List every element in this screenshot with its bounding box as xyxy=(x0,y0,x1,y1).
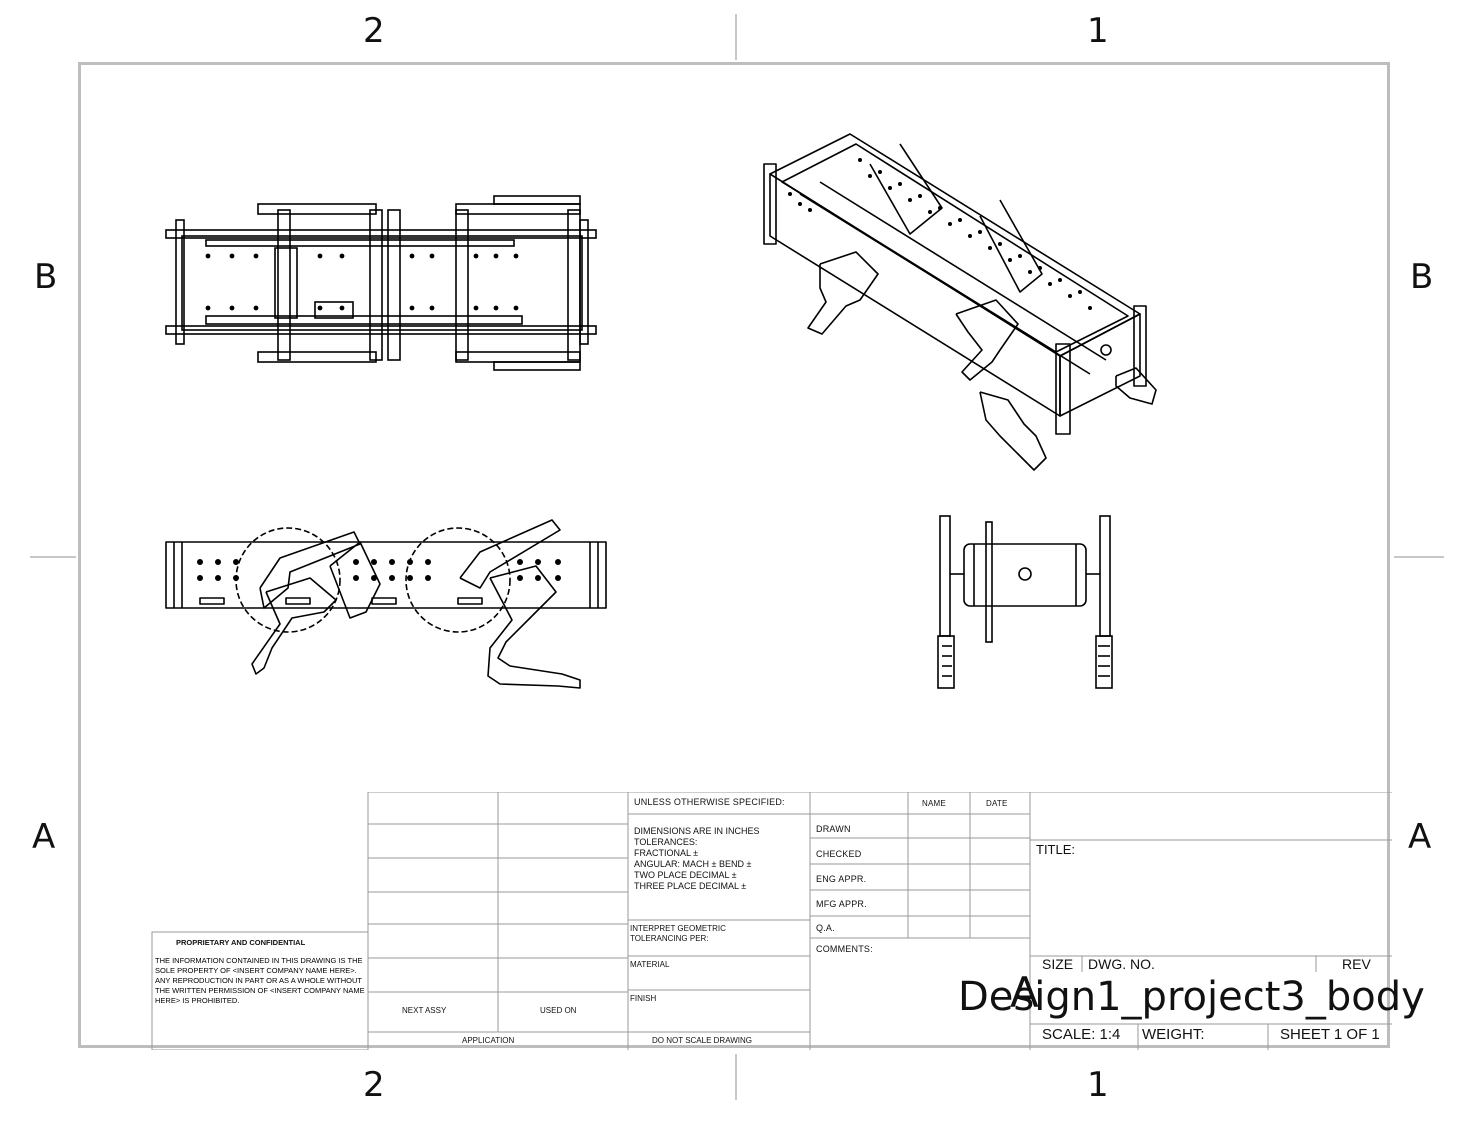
tolerance-line: TOLERANCES: xyxy=(634,837,698,847)
interpret-line: TOLERANCING PER: xyxy=(630,934,709,943)
material-label: MATERIAL xyxy=(630,960,670,969)
confidential-title: PROPRIETARY AND CONFIDENTIAL xyxy=(176,938,306,947)
zone-tick-left xyxy=(30,556,76,558)
scale-label: SCALE: 1:4 xyxy=(1042,1026,1121,1043)
side-view[interactable] xyxy=(930,510,1120,694)
confidential-notice: THE INFORMATION CONTAINED IN THIS DRAWIN… xyxy=(155,956,365,1005)
tolerance-line: ANGULAR: MACH ± BEND ± xyxy=(634,859,752,869)
comments-label: COMMENTS: xyxy=(816,944,873,954)
application-label: APPLICATION xyxy=(462,1036,515,1045)
title-block-grid xyxy=(151,792,1392,1050)
next-assy-label: NEXT ASSY xyxy=(402,1006,447,1015)
zone-label-right-b: B xyxy=(1410,257,1434,297)
used-on-label: USED ON xyxy=(540,1006,577,1015)
unless-specified-label: UNLESS OTHERWISE SPECIFIED: xyxy=(634,797,785,807)
drawn-row-label: DRAWN xyxy=(816,824,851,834)
size-label: SIZE xyxy=(1042,956,1074,972)
finish-label: FINISH xyxy=(630,994,657,1003)
isometric-view[interactable] xyxy=(760,124,1170,476)
eng-appr-row-label: ENG APPR. xyxy=(816,874,867,884)
sheet-border xyxy=(78,62,1390,1048)
drawing-number: Design1_project3_body xyxy=(958,974,1425,1020)
zone-label-bottom-1: 1 xyxy=(1087,1065,1109,1105)
size-value: A xyxy=(1010,968,1039,1017)
sheet-label: SHEET 1 OF 1 xyxy=(1280,1026,1380,1043)
checked-row-label: CHECKED xyxy=(816,849,862,859)
do-not-scale-label: DO NOT SCALE DRAWING xyxy=(652,1036,753,1045)
tolerance-line: THREE PLACE DECIMAL ± xyxy=(634,881,747,891)
zone-label-top-1: 1 xyxy=(1087,11,1109,51)
zone-label-left-a: A xyxy=(32,817,56,857)
rev-label: REV xyxy=(1342,956,1371,972)
dwg-no-label: DWG. NO. xyxy=(1088,956,1155,972)
qa-row-label: Q.A. xyxy=(816,923,835,933)
zone-label-left-b: B xyxy=(34,257,58,297)
title-label: TITLE: xyxy=(1036,842,1076,857)
zone-tick-right xyxy=(1394,556,1444,558)
interpret-geometric-label: INTERPRET GEOMETRIC TOLERANCING PER: xyxy=(630,924,726,944)
tolerance-line: TWO PLACE DECIMAL ± xyxy=(634,870,737,880)
top-view[interactable] xyxy=(160,190,610,380)
zone-tick-top xyxy=(735,14,737,60)
zone-tick-bottom xyxy=(735,1054,737,1100)
name-column-header: NAME xyxy=(922,799,946,808)
interpret-line: INTERPRET GEOMETRIC xyxy=(630,924,726,933)
tolerance-line: DIMENSIONS ARE IN INCHES xyxy=(634,826,760,836)
front-view[interactable] xyxy=(160,508,610,694)
zone-label-bottom-2: 2 xyxy=(363,1065,385,1105)
zone-label-top-2: 2 xyxy=(363,11,385,51)
mfg-appr-row-label: MFG APPR. xyxy=(816,899,867,909)
date-column-header: DATE xyxy=(986,799,1008,808)
tolerance-line: FRACTIONAL ± xyxy=(634,848,699,858)
weight-label: WEIGHT: xyxy=(1142,1026,1205,1043)
zone-label-right-a: A xyxy=(1408,817,1432,857)
tolerances-block: DIMENSIONS ARE IN INCHES TOLERANCES: FRA… xyxy=(634,826,760,892)
